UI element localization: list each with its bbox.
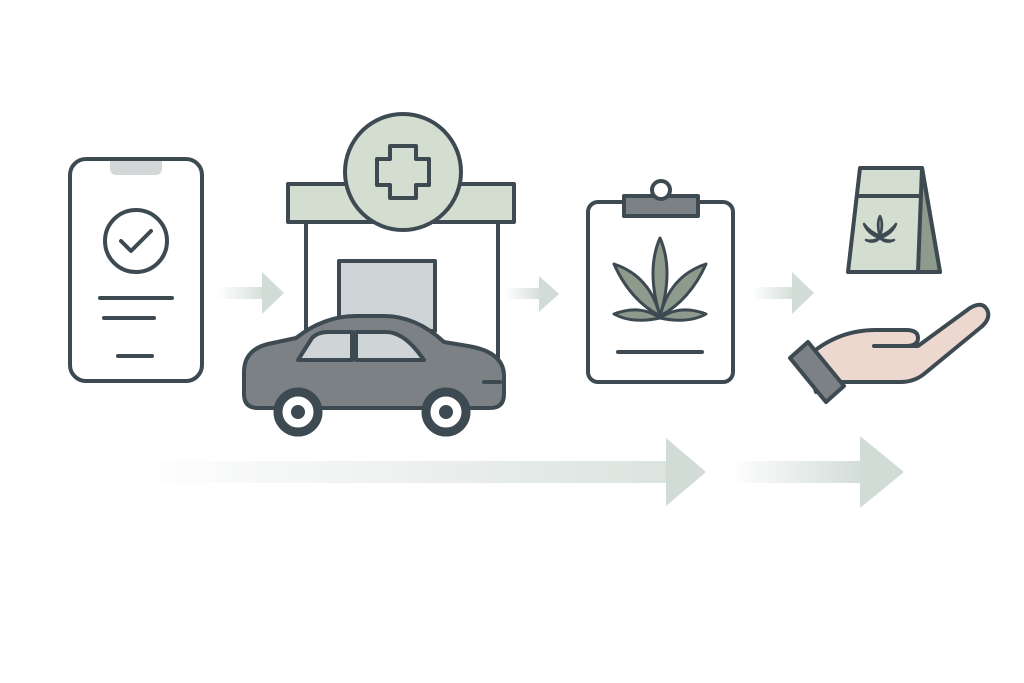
arrow-right-icon [730, 436, 904, 508]
phone-checkmark-icon [68, 157, 204, 383]
cannabis-bag-icon [846, 166, 942, 274]
car-icon [242, 314, 506, 437]
cannabis-leaf-icon [612, 236, 708, 322]
clipboard-cannabis-icon [586, 179, 735, 384]
arrow-right-icon [505, 276, 559, 312]
hand-receiving-bag-icon [788, 166, 991, 404]
arrow-right-icon [218, 272, 284, 314]
arrow-right-icon [130, 438, 706, 506]
pharmacy-drive-through-icon [242, 112, 516, 437]
arrow-right-icon [752, 272, 814, 314]
